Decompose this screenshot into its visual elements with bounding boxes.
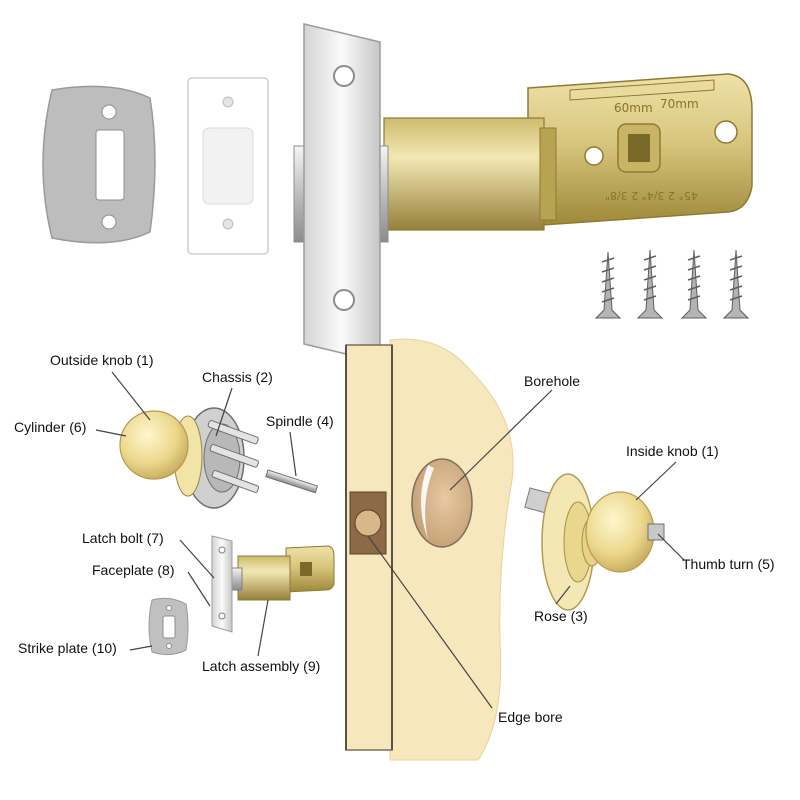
- label-chassis: Chassis (2): [202, 369, 273, 385]
- latch-assembly-large: [293, 23, 753, 363]
- leader-chassis: [215, 387, 233, 437]
- leader-latch-bolt: [179, 539, 215, 579]
- leader-lines: [95, 371, 685, 709]
- leader-rose: [555, 585, 571, 605]
- wood-screw: [680, 249, 708, 319]
- label-edge-bore: Edge bore: [498, 709, 563, 725]
- wood-screw: [722, 249, 750, 319]
- leader-edge-bore: [367, 535, 493, 709]
- label-thumb-turn: Thumb turn (5): [682, 556, 775, 572]
- label-strike-plate: Strike plate (10): [18, 640, 117, 656]
- backset-marking-60mm: 60mm: [614, 101, 653, 115]
- label-faceplate: Faceplate (8): [92, 562, 175, 578]
- wood-screw: [594, 251, 622, 319]
- strike-plate-small: [148, 597, 189, 656]
- leader-strike-plate: [129, 645, 153, 651]
- leader-cylinder: [95, 429, 127, 437]
- label-cylinder: Cylinder (6): [14, 419, 87, 435]
- strike-plate-white: [187, 77, 269, 255]
- label-inside-knob: Inside knob (1): [626, 443, 719, 459]
- wood-screws: [594, 249, 750, 319]
- wood-screw: [636, 249, 664, 319]
- inside-knob-assembly: [524, 473, 665, 611]
- edge-bore-mortise: [349, 491, 387, 555]
- leader-latch-assembly: [257, 599, 269, 657]
- label-borehole: Borehole: [524, 373, 581, 389]
- label-latch-bolt: Latch bolt (7): [82, 530, 164, 546]
- outside-knob-assembly: [119, 407, 319, 509]
- leader-spindle: [289, 431, 297, 477]
- leader-thumb-turn: [657, 533, 685, 561]
- latch-assembly-small: [211, 535, 335, 633]
- backset-marking-70mm: 70mm: [660, 97, 699, 111]
- label-spindle: Spindle (4): [266, 413, 334, 429]
- angle-marking: 45° 2 3/4" 2 3/8": [605, 189, 698, 202]
- label-outside-knob: Outside knob (1): [50, 352, 154, 368]
- label-latch-assembly: Latch assembly (9): [202, 658, 321, 674]
- leader-borehole: [449, 389, 553, 491]
- leader-inside-knob: [635, 461, 677, 501]
- borehole-hole: [411, 458, 473, 548]
- leader-faceplate: [187, 571, 211, 607]
- strike-plate-large: [42, 85, 156, 244]
- label-rose: Rose (3): [534, 608, 588, 624]
- leader-outside-knob: [111, 371, 151, 421]
